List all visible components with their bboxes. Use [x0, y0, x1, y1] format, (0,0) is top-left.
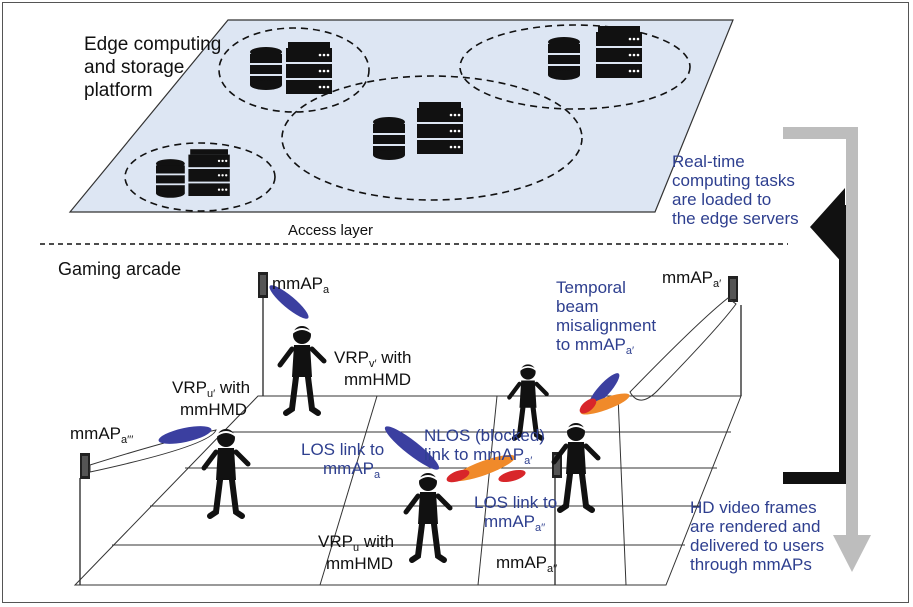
vrp-sub: u [352, 542, 360, 554]
ap-sub: a′ [713, 278, 722, 290]
cluster-center [281, 75, 583, 201]
upload-line: Real-time [672, 152, 745, 171]
platform-title-line: Edge computing [84, 34, 222, 55]
nlos-line1: NLOS (blocked) [424, 426, 545, 445]
ap-label-a-triple: mmAPa′′′ [70, 424, 133, 446]
vrp-sub: v′ [368, 358, 377, 370]
label-vrp-u: VRPu with mmHMD [318, 532, 394, 573]
arena-posts [79, 298, 742, 585]
label-vrp-u-prime: VRPu′ with mmHMD [172, 378, 250, 419]
arena-floor [73, 395, 742, 586]
download-line: HD video frames [690, 498, 817, 517]
download-line: through mmAPs [690, 555, 812, 574]
vrp-base: VRP [172, 378, 207, 397]
label-los-a-double: LOS link to mmAPa′′ [474, 493, 557, 534]
cluster-bottom-left [124, 142, 276, 212]
ap-label-a-double: mmAPa′′ [496, 553, 557, 575]
arcade-label: Gaming arcade [58, 259, 182, 279]
los2-base: mmAP [484, 512, 535, 531]
cluster-top-left [218, 27, 370, 113]
download-line: are rendered and [690, 517, 821, 536]
vrp-line2: mmHMD [180, 400, 248, 419]
ap-base: mmAP [496, 553, 547, 572]
los2-sub: a′′ [535, 522, 546, 534]
player-vrp-v-prime [280, 326, 324, 413]
ap-device-icon [80, 453, 90, 479]
label-vrp-v-prime: VRPv′ with mmHMD [334, 348, 412, 389]
vrp-line2: mmHMD [326, 554, 394, 573]
temporal-line: Temporal [556, 278, 626, 297]
vrp-rest: with [376, 348, 412, 367]
nlos-sub: a′ [524, 455, 533, 467]
upload-line: the edge servers [672, 209, 799, 228]
access-layer-label: Access layer [288, 222, 374, 239]
temporal-line: misalignment [556, 316, 657, 335]
los-sub: a [374, 469, 381, 481]
ap-sub: a [323, 284, 330, 296]
upload-arrow [783, 188, 851, 484]
platform-title-line: platform [84, 80, 153, 101]
temporal-line: beam [556, 297, 599, 316]
temporal-base: to mmAP [556, 335, 626, 354]
vrp-base: VRP [318, 532, 353, 551]
beam-ap-a-triple-outline [89, 429, 217, 473]
vrp-rest: with [215, 378, 251, 397]
beam-nlos-red-2 [498, 469, 526, 483]
player-vrp-u-prime [204, 429, 248, 516]
los-line1: LOS link to [301, 440, 385, 459]
upload-line: are loaded to [672, 190, 772, 209]
ap-base: mmAP [662, 268, 713, 287]
platform-title-line: and storage [84, 57, 185, 78]
ap-device-icon [258, 272, 268, 298]
upload-flow-text: Real-time computing tasks are loaded to … [672, 152, 799, 228]
label-temporal-misalignment: Temporal beam misalignment to mmAPa′ [556, 278, 656, 357]
ap-base: mmAP [70, 424, 121, 443]
beam-orange-v [580, 393, 630, 415]
ap-sub: a′′′ [121, 434, 134, 446]
download-line: delivered to users [690, 536, 825, 555]
label-nlos: NLOS (blocked) link to mmAPa′ [424, 426, 545, 467]
label-los-a: LOS link to mmAPa [301, 440, 384, 481]
platform-title: Edge computing and storage platform [84, 33, 221, 102]
player-vrp-u [406, 473, 450, 560]
beam-red-v [579, 398, 597, 414]
download-flow-text: HD video frames are rendered and deliver… [690, 498, 824, 574]
beam-vrp-u-prime [158, 426, 212, 444]
beam-vrp-v-prime [588, 373, 620, 407]
ap-base: mmAP [272, 274, 323, 293]
beam-los-a [384, 426, 440, 470]
upload-line: computing tasks [672, 171, 795, 190]
beam-nlos-red [446, 469, 470, 483]
ap-sub: a′′ [547, 563, 558, 575]
vrp-rest: with [359, 532, 395, 551]
ap-label-a: mmAPa [272, 274, 329, 296]
vrp-sub: u′ [206, 388, 216, 400]
download-arrow [783, 127, 871, 572]
vrp-line2: mmHMD [344, 370, 412, 389]
los-base: mmAP [323, 459, 374, 478]
beam-ap-a [269, 285, 309, 319]
beam-ap-a-prime-outline [629, 297, 737, 401]
ap-device-icon [728, 276, 738, 302]
server-icon [250, 42, 332, 94]
los2-line1: LOS link to [474, 493, 558, 512]
ap-label-a-prime: mmAPa′ [662, 268, 721, 290]
cluster-top-right [459, 24, 691, 110]
vrp-base: VRP [334, 348, 369, 367]
temporal-sub: a′ [625, 345, 635, 357]
nlos-base: link to mmAP [424, 445, 525, 464]
